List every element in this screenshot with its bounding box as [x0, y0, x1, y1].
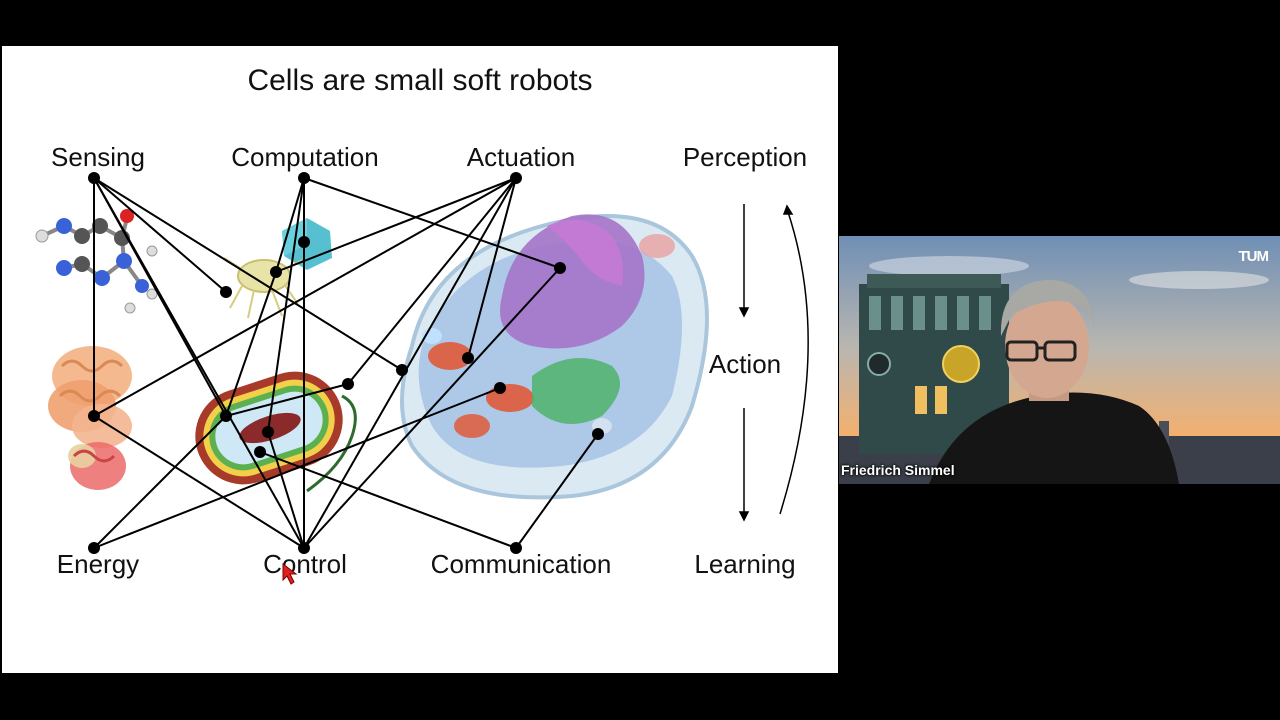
label-communication: Communication	[431, 549, 612, 579]
edge	[93, 177, 305, 549]
arrow-down-icon	[738, 511, 750, 522]
edge	[267, 431, 305, 549]
label-control: Control	[263, 549, 347, 579]
node	[494, 382, 506, 394]
cycle-arrows	[738, 204, 809, 522]
node	[592, 428, 604, 440]
node	[554, 262, 566, 274]
edge	[93, 177, 403, 371]
edge	[467, 177, 517, 359]
node-energy	[88, 542, 100, 554]
node	[220, 286, 232, 298]
eukaryotic-cell-illustration	[400, 214, 709, 500]
edge	[93, 415, 227, 549]
node	[270, 266, 282, 278]
node	[298, 236, 310, 248]
edge	[93, 177, 227, 293]
edge	[303, 177, 517, 549]
edge	[515, 433, 599, 549]
node	[254, 446, 266, 458]
edge	[93, 177, 517, 417]
protein-illustration	[48, 346, 132, 490]
node	[220, 410, 232, 422]
video-feed	[839, 236, 1280, 484]
edge	[225, 383, 349, 417]
edge	[225, 271, 277, 417]
node	[262, 426, 274, 438]
edge	[275, 177, 305, 273]
slide-canvas: Cells are small soft robots	[35, 64, 809, 585]
edge	[275, 177, 517, 273]
node-communication	[510, 542, 522, 554]
presentation-slide: Cells are small soft robots	[2, 46, 838, 673]
label-computation: Computation	[231, 142, 378, 172]
edge	[93, 415, 305, 549]
node-computation	[298, 172, 310, 184]
speaker	[929, 279, 1179, 484]
edge	[303, 177, 561, 269]
arrow-up-icon	[782, 204, 794, 215]
speaker-name-label: Friedrich Simmel	[841, 462, 955, 478]
edge	[259, 451, 517, 549]
node	[396, 364, 408, 376]
edge	[347, 177, 517, 385]
label-actuation: Actuation	[467, 142, 575, 172]
slide-title: Cells are small soft robots	[247, 64, 592, 97]
label-action: Action	[709, 349, 781, 379]
concept-network-nodes	[88, 172, 604, 554]
label-sensing: Sensing	[51, 142, 145, 172]
mouse-cursor-icon	[282, 562, 298, 585]
node-actuation	[510, 172, 522, 184]
label-perception: Perception	[683, 142, 807, 172]
label-energy: Energy	[57, 549, 139, 579]
clock-tower	[859, 274, 1009, 454]
molecule-illustration	[35, 209, 158, 314]
node	[88, 410, 100, 422]
participant-video-tile[interactable]: TUM Friedrich Simmel	[839, 236, 1280, 484]
node-sensing	[88, 172, 100, 184]
edge	[303, 267, 561, 549]
node	[462, 352, 474, 364]
label-learning: Learning	[694, 549, 795, 579]
edge	[267, 177, 305, 433]
edge	[93, 387, 501, 549]
tum-logo-icon: TUM	[1238, 248, 1269, 265]
arrow-down-icon	[738, 307, 750, 318]
node-control	[298, 542, 310, 554]
node	[342, 378, 354, 390]
